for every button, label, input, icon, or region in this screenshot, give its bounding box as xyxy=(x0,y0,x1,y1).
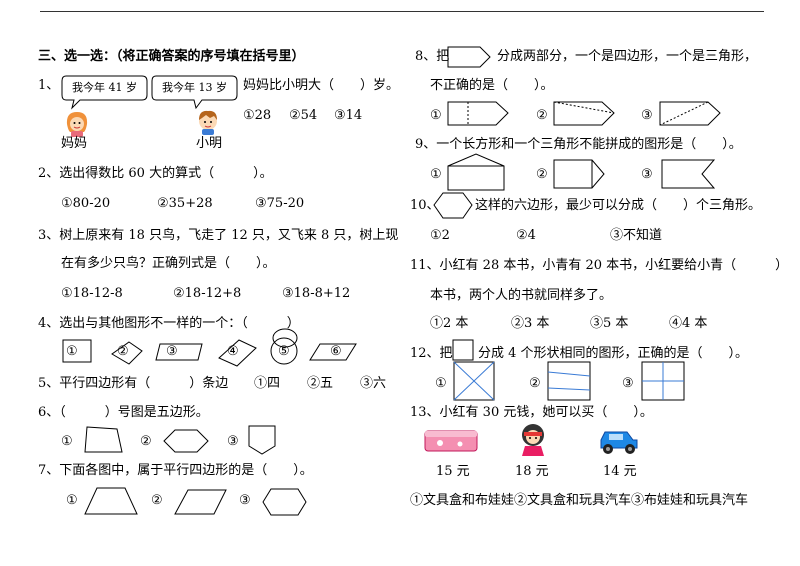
q7-text: 7、下面各图中，属于平行四边形的是（ ）。 xyxy=(38,463,313,478)
pencil-case-icon xyxy=(424,430,478,452)
son-cartoon-icon xyxy=(199,110,217,135)
q4-mark-3: ③ xyxy=(166,344,178,359)
q12-prefix: 12、把 xyxy=(410,346,453,361)
q8-shapes xyxy=(447,101,721,126)
q5-option-2: ②五 xyxy=(307,376,334,391)
q2-option-1: ①80-20 xyxy=(61,196,111,211)
q3-option-2: ②18-12+8 xyxy=(173,286,242,301)
q3-line1: 3、树上原来有 18 只鸟，飞走了 12 只，又飞来 8 只，树上现 xyxy=(38,228,399,243)
q7-mark-2: ② xyxy=(151,493,163,508)
q10-text: 这样的六边形，最少可以分成（ ）个三角形。 xyxy=(475,198,762,213)
q8-reference-shape xyxy=(447,46,491,68)
q4-mark-1: ① xyxy=(66,344,78,359)
q6-mark-3: ③ xyxy=(227,434,239,449)
q13-answer-line: ①文具盒和布娃娃②文具盒和玩具汽车③布娃娃和玩具汽车 xyxy=(410,493,749,508)
q13-text: 13、小红有 30 元钱，她可以买（ ）。 xyxy=(410,405,653,420)
q4-answer-ellipse xyxy=(272,328,298,348)
q11-option-3: ③5 本 xyxy=(590,316,629,331)
q1-option-3: ③14 xyxy=(334,108,363,123)
q12-mark-2: ② xyxy=(529,376,541,391)
q10-hexagon xyxy=(433,192,473,219)
q4-mark-6: ⑥ xyxy=(330,344,342,359)
q10-option-1: ①2 xyxy=(430,228,450,243)
mom-label: 妈妈 xyxy=(61,136,88,151)
q10-number: 10、 xyxy=(410,198,440,213)
q11-option-2: ②3 本 xyxy=(511,316,550,331)
q13-price-2: 18 元 xyxy=(515,464,549,479)
q3-option-3: ③18-8+12 xyxy=(282,286,351,301)
q12-mark-3: ③ xyxy=(622,376,634,391)
q4-text: 4、选出与其他图形不一样的一个：（ ） xyxy=(38,316,300,331)
doll-icon xyxy=(522,424,544,456)
q7-mark-3: ③ xyxy=(239,493,251,508)
q3-line2: 在有多少只鸟？正确列式是（ ）。 xyxy=(61,256,276,271)
q2-text: 2、选出得数比 60 大的算式（ ）。 xyxy=(38,166,273,181)
q1-option-1: ①28 xyxy=(243,108,272,123)
q5-option-3: ③六 xyxy=(360,376,387,391)
q8-text: 分成两部分，一个是四边形，一个是三角形， xyxy=(497,49,758,64)
mom-cartoon-icon xyxy=(66,112,88,137)
q5-text: 5、平行四边形有（ ）条边 xyxy=(38,376,229,391)
q9-mark-2: ② xyxy=(536,167,548,182)
son-label: 小明 xyxy=(196,136,223,151)
q12-shapes xyxy=(453,361,685,401)
q12-reference-square xyxy=(452,339,474,361)
q6-shapes xyxy=(84,425,276,455)
q13-price-1: 15 元 xyxy=(436,464,470,479)
q6-mark-1: ① xyxy=(61,434,73,449)
q6-text: 6、（ ）号图是五边形。 xyxy=(38,405,209,420)
q8-prefix: 8、把 xyxy=(415,49,450,64)
q4-mark-5: ⑤ xyxy=(278,344,290,359)
q9-mark-1: ① xyxy=(430,167,442,182)
mom-bubble-text: 我今年 41 岁 xyxy=(72,81,137,94)
son-speech-bubble xyxy=(151,75,238,110)
q7-mark-1: ① xyxy=(66,493,78,508)
q8-mark-2: ② xyxy=(536,108,548,123)
q8-mark-1: ① xyxy=(430,108,442,123)
q12-mark-1: ① xyxy=(435,376,447,391)
q9-shapes xyxy=(447,153,716,191)
q4-mark-2: ② xyxy=(117,344,129,359)
q10-option-2: ②4 xyxy=(516,228,536,243)
q4-shapes xyxy=(62,337,357,367)
q2-option-3: ③75-20 xyxy=(255,196,305,211)
mom-speech-bubble xyxy=(61,75,148,110)
q4-mark-4: ④ xyxy=(227,344,239,359)
q1-question: 妈妈比小明大（ ）岁。 xyxy=(243,78,400,93)
q12-text: 分成 4 个形状相同的图形，正确的是（ ）。 xyxy=(478,346,749,361)
section-title: 三、选一选：（将正确答案的序号填在括号里） xyxy=(38,49,305,64)
q3-option-1: ①18-12-8 xyxy=(61,286,123,301)
toy-car-icon xyxy=(600,431,638,454)
q9-text: 9、一个长方形和一个三角形不能拼成的图形是（ ）。 xyxy=(415,137,742,152)
q1-number: 1、 xyxy=(38,78,60,93)
q11-line1: 11、小红有 28 本书，小青有 20 本书，小红要给小青（ ） xyxy=(410,258,789,273)
q2-option-2: ②35+28 xyxy=(157,196,213,211)
q8-line2: 不正确的是（ ）。 xyxy=(430,78,554,93)
q9-mark-3: ③ xyxy=(641,167,653,182)
q10-option-3: ③不知道 xyxy=(610,228,663,243)
q11-option-1: ①2 本 xyxy=(430,316,469,331)
son-bubble-text: 我今年 13 岁 xyxy=(162,81,227,94)
header-rule xyxy=(40,11,764,12)
q11-line2: 本书，两个人的书就同样多了。 xyxy=(430,288,613,303)
q7-shapes xyxy=(84,487,307,516)
q11-option-4: ④4 本 xyxy=(669,316,708,331)
q5-option-1: ①四 xyxy=(254,376,281,391)
q1-option-2: ②54 xyxy=(289,108,318,123)
q13-price-3: 14 元 xyxy=(603,464,637,479)
q8-mark-3: ③ xyxy=(641,108,653,123)
q6-mark-2: ② xyxy=(140,434,152,449)
